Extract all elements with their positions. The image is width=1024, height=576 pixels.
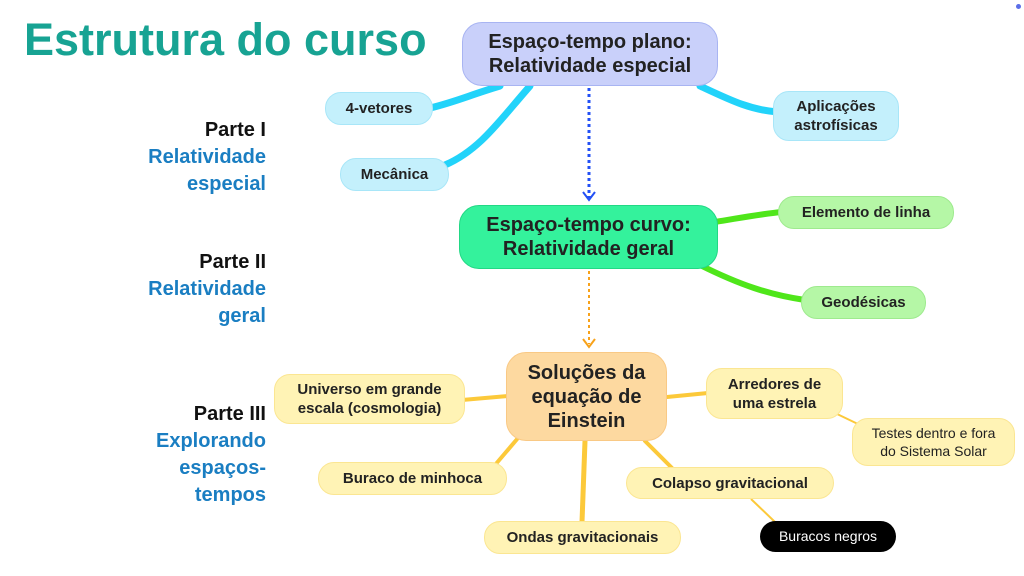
part-1-subtitle-line2: especial	[187, 173, 266, 195]
node-elemento-de-linha[interactable]: Elemento de linha	[778, 196, 954, 229]
part-3-label: Parte III Explorando espaços- tempos	[156, 401, 266, 509]
link-colapso-negros	[750, 498, 776, 523]
node-arredores[interactable]: Arredores de uma estrela	[706, 368, 843, 419]
link-root2-elemento	[712, 209, 785, 225]
link-root1-vetores	[426, 82, 504, 112]
part-3-subtitle-line2: espaços-	[179, 457, 266, 479]
link-root1-aplicacoes	[696, 82, 782, 116]
part-3-title: Parte III	[193, 403, 266, 425]
node-geodesicas[interactable]: Geodésicas	[801, 286, 926, 319]
part-2-label: Parte II Relatividade geral	[148, 249, 266, 330]
link-root3-universo	[460, 394, 510, 402]
node-einstein-solutions[interactable]: Soluções da equação de Einstein	[506, 352, 667, 441]
node-buraco-de-minhoca[interactable]: Buraco de minhoca	[318, 462, 507, 495]
link-root3-arredores	[665, 391, 710, 399]
link-root3-minhoca	[493, 436, 520, 467]
part-2-subtitle-line1: Relatividade	[148, 278, 266, 300]
part-3-subtitle-line3: tempos	[194, 484, 266, 506]
part-1-title: Parte I	[204, 119, 266, 141]
node-colapso[interactable]: Colapso gravitacional	[626, 467, 834, 499]
node-ondas[interactable]: Ondas gravitacionais	[484, 521, 681, 554]
node-flat-spacetime[interactable]: Espaço-tempo plano: Relatividade especia…	[462, 22, 718, 86]
link-root3-colapso	[643, 439, 674, 470]
part-2-title: Parte II	[199, 251, 266, 273]
link-root1-mecanica	[441, 82, 534, 169]
node-testes[interactable]: Testes dentro e fora do Sistema Solar	[852, 418, 1015, 466]
node-universo[interactable]: Universo em grande escala (cosmologia)	[274, 374, 465, 424]
node-mecanica[interactable]: Mecânica	[340, 158, 449, 191]
part-1-label: Parte I Relatividade especial	[148, 117, 266, 198]
pointer-dot	[1016, 4, 1021, 9]
node-buracos-negros[interactable]: Buracos negros	[760, 521, 896, 552]
part-2-subtitle-line2: geral	[218, 305, 266, 327]
arrowhead-2-3	[582, 338, 596, 349]
node-4-vetores[interactable]: 4-vetores	[325, 92, 433, 125]
link-root2-geodesicas	[697, 262, 808, 303]
part-1-subtitle-line1: Relatividade	[148, 146, 266, 168]
node-aplicacoes[interactable]: Aplicações astrofísicas	[773, 91, 899, 141]
part-3-subtitle-line1: Explorando	[155, 430, 266, 452]
node-curved-spacetime[interactable]: Espaço-tempo curvo: Relatividade geral	[459, 205, 718, 269]
arrowhead-1-2	[582, 191, 596, 202]
slide-title: Estrutura do curso	[24, 14, 427, 65]
link-root3-ondas	[579, 438, 588, 525]
